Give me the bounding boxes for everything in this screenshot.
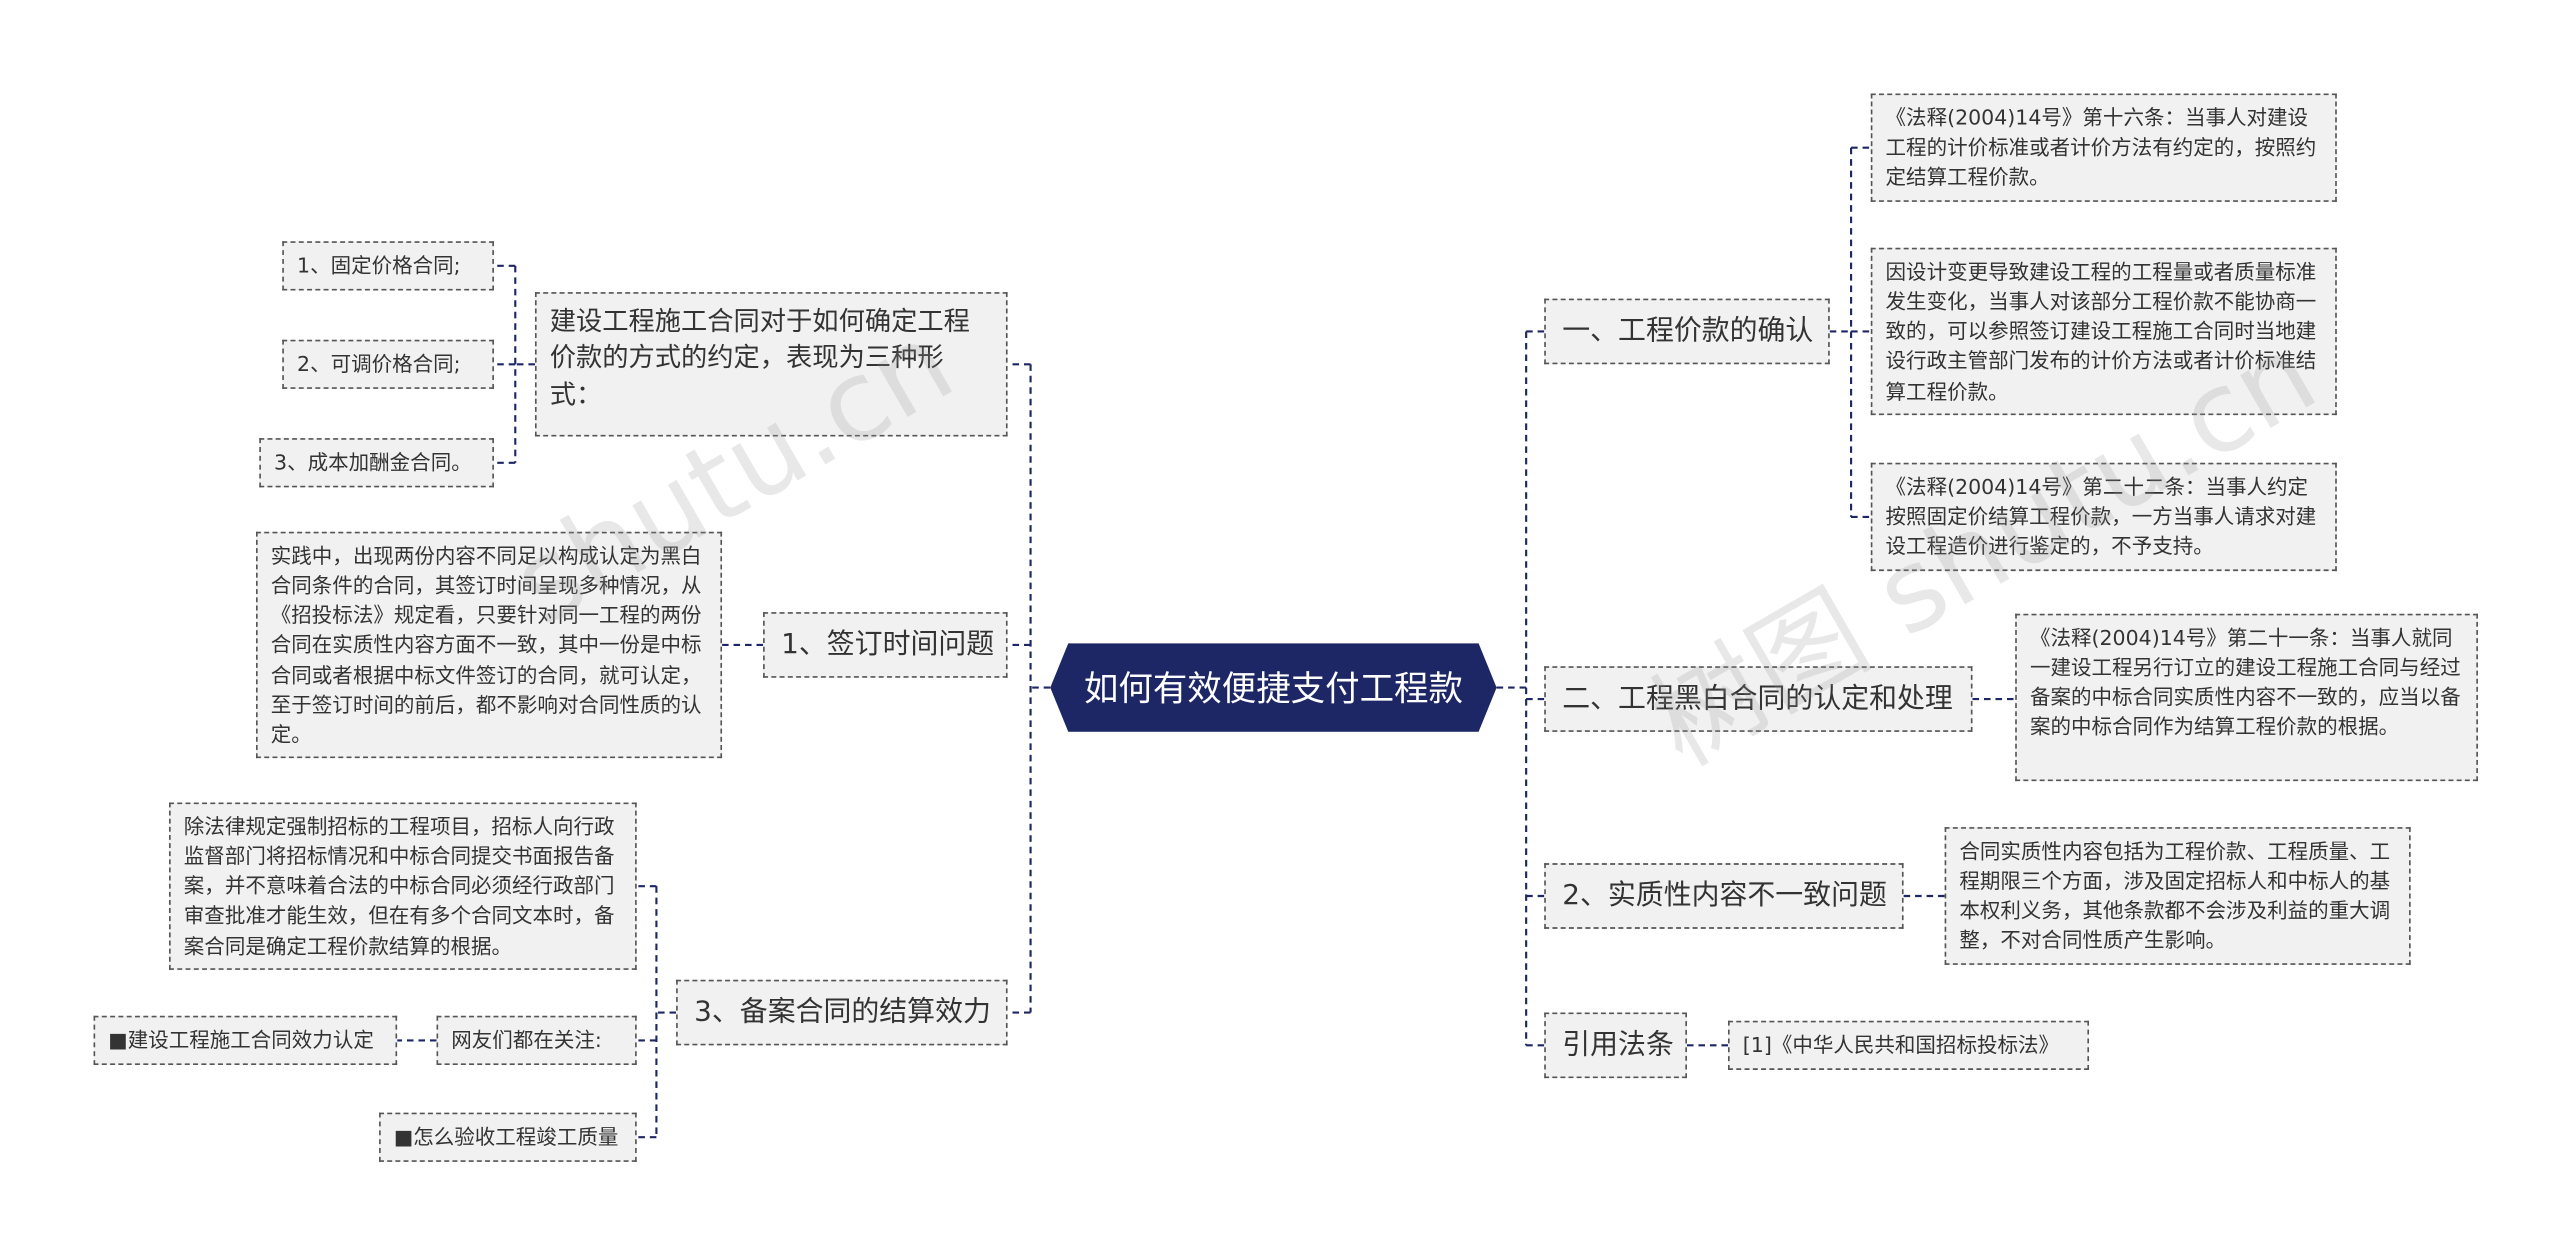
contract-form-fixed[interactable]: 1、固定价格合同; [282,241,494,291]
signing-detail[interactable]: 实践中，出现两份内容不同足以构成认定为黑白合同条件的合同，其签订时间呈现多种情况… [256,531,723,759]
yinyang-detail[interactable]: 《法释(2004)14号》第二十一条：当事人就同一建设工程另行订立的建设工程施工… [2015,613,2478,782]
netizens-link-contract-validity[interactable]: ■建设工程施工合同效力认定 [93,1015,398,1066]
confirm-detail-1[interactable]: 《法释(2004)14号》第十六条：当事人对建设工程的计价标准或者计价方法有约定… [1870,93,2337,202]
netizens-label[interactable]: 网友们都在关注: [436,1015,637,1066]
confirm-detail-3[interactable]: 《法释(2004)14号》第二十二条：当事人约定按照固定价结算工程价款，一方当事… [1870,462,2337,572]
root-node[interactable]: 如何有效便捷支付工程款 [1050,643,1497,732]
branch-substantive[interactable]: 2、实质性内容不一致问题 [1544,863,1904,929]
confirm-detail-2[interactable]: 因设计变更导致建设工程的工程量或者质量标准发生变化，当事人对该部分工程价款不能协… [1870,247,2337,416]
contract-form-cost-plus[interactable]: 3、成本加酬金合同。 [259,438,494,488]
root-hexagon [1050,643,1497,732]
branch-confirm[interactable]: 一、工程价款的确认 [1544,298,1830,365]
contract-form-adjustable[interactable]: 2、可调价格合同; [282,339,494,389]
filing-detail[interactable]: 除法律规定强制招标的工程项目，招标人向行政监督部门将招标情况和中标合同提交书面报… [169,802,637,970]
branch-signing-time[interactable]: 1、签订时间问题 [763,612,1008,678]
branch-law[interactable]: 引用法条 [1544,1012,1687,1079]
law-reference[interactable]: [1]《中华人民共和国招标投标法》 [1728,1020,2090,1070]
branch-yinyang-contract[interactable]: 二、工程黑白合同的认定和处理 [1544,666,1973,732]
branch-contract-forms[interactable]: 建设工程施工合同对于如何确定工程价款的方式的约定，表现为三种形式： [534,292,1008,437]
netizens-link-acceptance[interactable]: ■怎么验收工程竣工质量 [379,1112,637,1162]
substantive-detail[interactable]: 合同实质性内容包括为工程价款、工程质量、工程期限三个方面，涉及固定招标人和中标人… [1944,827,2411,965]
root-label: 如何有效便捷支付工程款 [1083,669,1463,709]
branch-filing-contract[interactable]: 3、备案合同的结算效力 [676,979,1008,1046]
